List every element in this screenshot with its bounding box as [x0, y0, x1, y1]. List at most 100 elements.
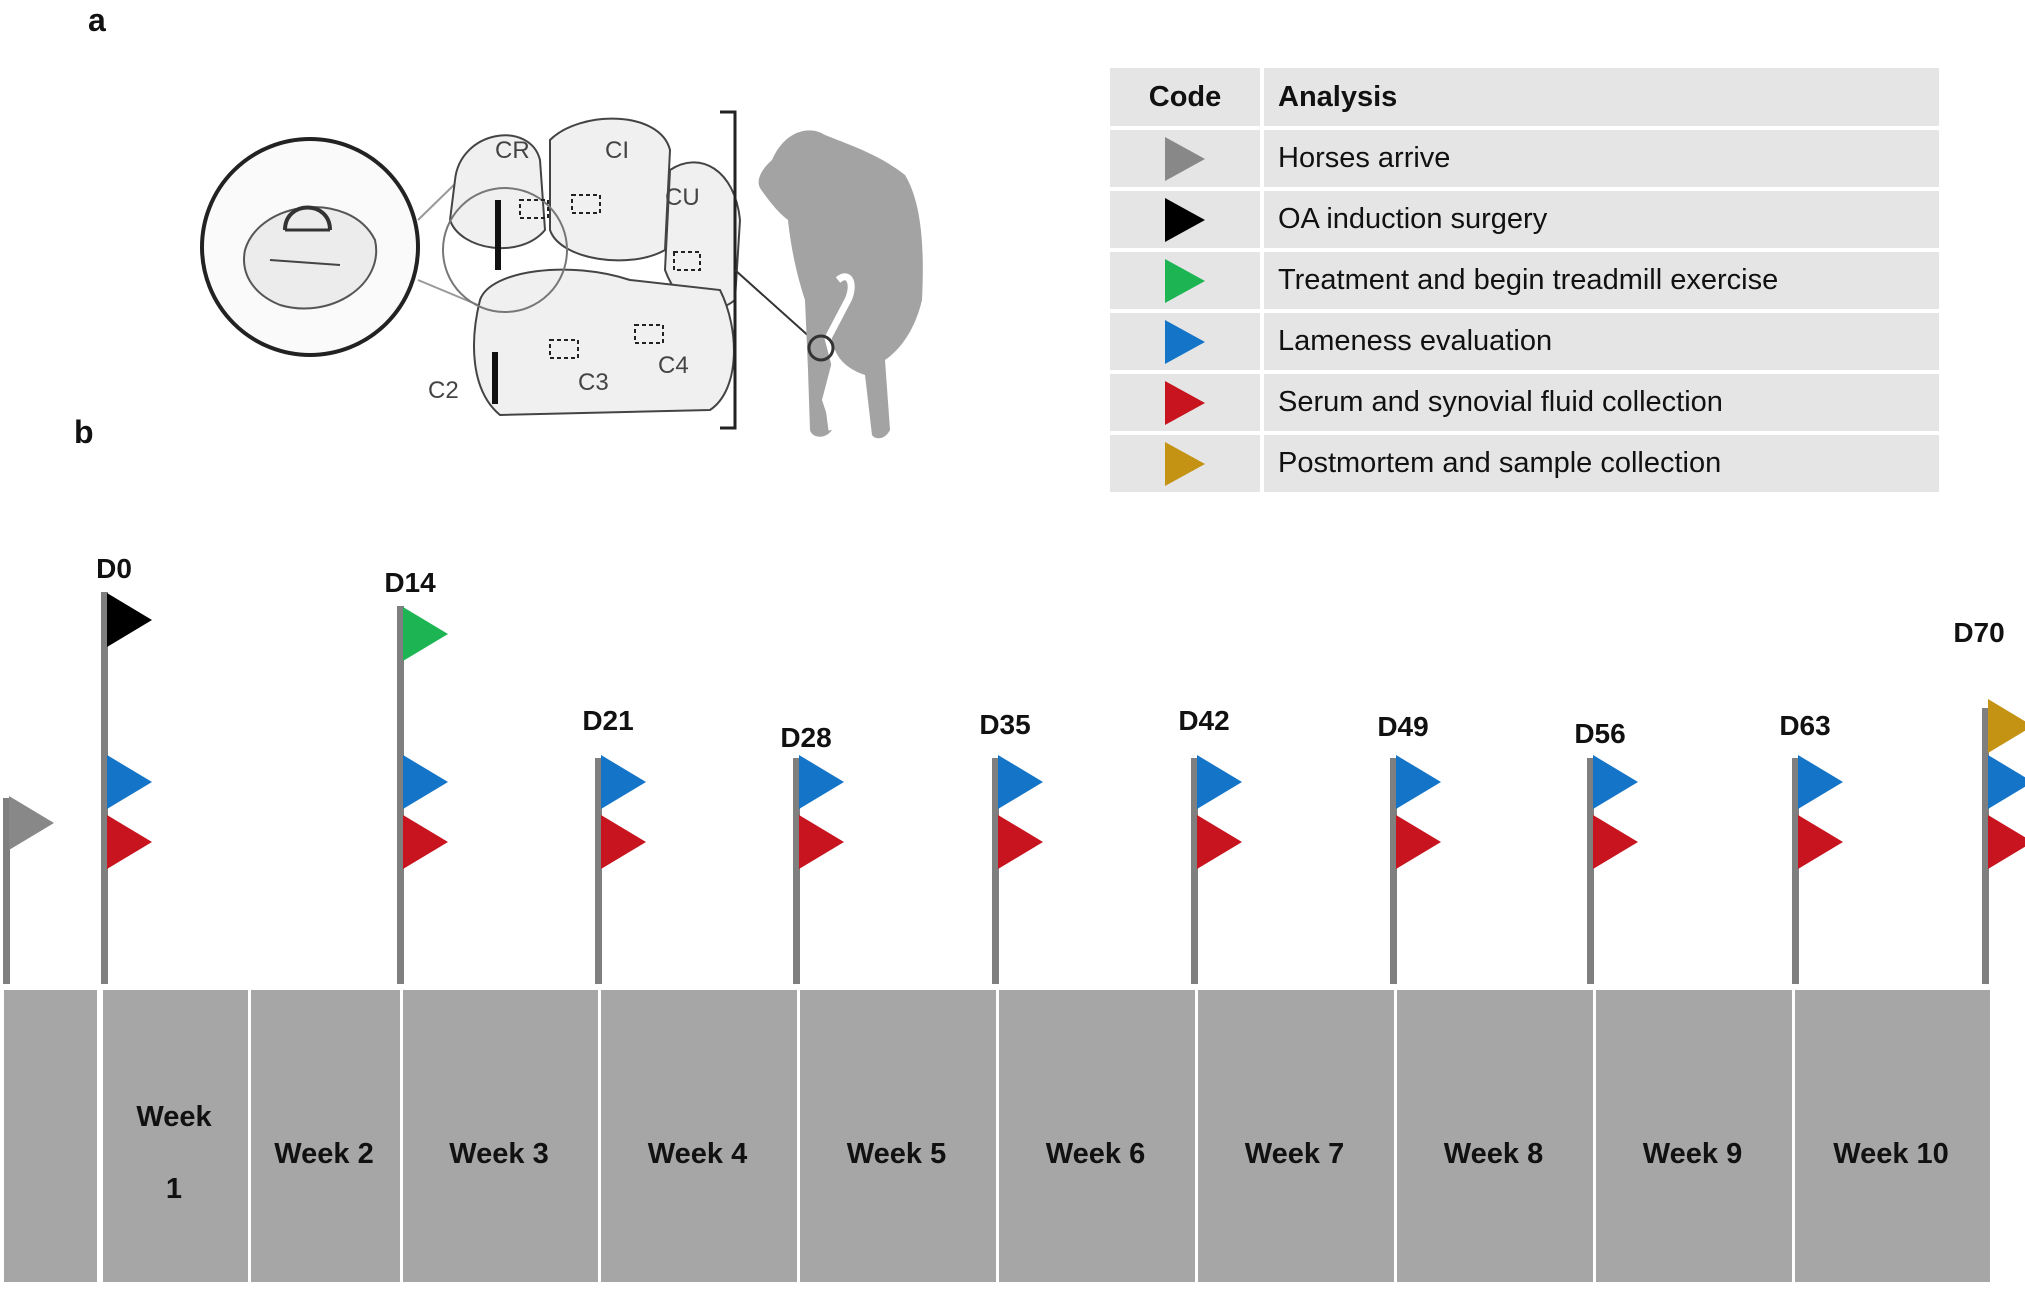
flag-icon	[403, 815, 448, 869]
pole-stick	[101, 592, 108, 984]
flag-icon	[799, 815, 844, 869]
flag-icon	[1165, 380, 1205, 425]
timeline-pole: D70	[1953, 617, 2025, 984]
carpal-joint-illustration: CR CI CU C2 C3 C4	[200, 110, 923, 439]
flag-icon	[107, 815, 152, 869]
timeline-pole: D42	[1178, 705, 1242, 984]
pole-stick	[1792, 758, 1799, 984]
week-block	[1596, 990, 1792, 1282]
week-label: Week 3	[449, 1138, 548, 1170]
timeline-pole: D28	[780, 722, 844, 984]
week-label: Week 10	[1833, 1138, 1949, 1170]
legend-row: Treatment and begin treadmill exercise	[1110, 252, 1939, 309]
week-block	[251, 990, 400, 1282]
flag-icon	[1988, 699, 2025, 753]
pole-stick	[397, 606, 404, 984]
legend-row: OA induction surgery	[1110, 191, 1939, 248]
legend-row: Horses arrive	[1110, 130, 1939, 187]
week-label: Week 5	[847, 1138, 946, 1170]
pole-stick	[793, 758, 800, 984]
pole-stick	[1390, 758, 1397, 984]
flag-icon	[1798, 755, 1843, 809]
bone-label-cu: CU	[665, 184, 700, 211]
flag-icon	[799, 755, 844, 809]
flag-icon	[403, 755, 448, 809]
week-block	[999, 990, 1195, 1282]
legend-table: Code Analysis Horses arrive OA induction…	[1106, 64, 1943, 496]
bone-label-c3: C3	[578, 369, 609, 396]
week-block	[1795, 990, 1990, 1282]
pole-stick	[595, 758, 602, 984]
legend-row: Serum and synovial fluid collection	[1110, 374, 1939, 431]
timeline-pole: D56	[1574, 718, 1638, 984]
legend-label: Treatment and begin treadmill exercise	[1264, 252, 1939, 309]
day-label: D56	[1574, 718, 1625, 749]
horse-silhouette-icon	[758, 130, 923, 439]
legend-header-row: Code Analysis	[1110, 68, 1939, 126]
week-block	[601, 990, 797, 1282]
panel-label-a: a	[88, 2, 106, 38]
flag-icon	[1593, 815, 1638, 869]
panel-label-b: b	[74, 414, 94, 450]
flag-icon	[1165, 136, 1205, 181]
legend-header-code: Code	[1110, 68, 1260, 126]
legend-label: Serum and synovial fluid collection	[1264, 374, 1939, 431]
week-label: Week 9	[1643, 1138, 1742, 1170]
pre-study-block	[4, 990, 97, 1282]
day-label: D42	[1178, 705, 1229, 736]
day-label: D63	[1779, 710, 1830, 741]
timeline-pole: D14	[384, 567, 448, 984]
timeline-pole: D0	[96, 553, 152, 984]
timeline-pole: D35	[979, 709, 1043, 984]
flag-icon	[998, 815, 1043, 869]
day-label: D49	[1377, 711, 1428, 742]
flag-icon	[601, 815, 646, 869]
week-label: Week 8	[1444, 1138, 1543, 1170]
flag-icon	[1197, 815, 1242, 869]
pole-stick	[1982, 708, 1989, 984]
flag-icon	[1165, 441, 1205, 486]
flag-icon	[998, 755, 1043, 809]
week-label: 1	[166, 1173, 182, 1205]
legend-row: Lameness evaluation	[1110, 313, 1939, 370]
flag-icon	[107, 755, 152, 809]
flag-icon	[1165, 319, 1205, 364]
week-block	[1397, 990, 1593, 1282]
week-label: Week 7	[1245, 1138, 1344, 1170]
legend-label: Postmortem and sample collection	[1264, 435, 1939, 492]
timeline-pole: D21	[582, 705, 646, 984]
day-label: D14	[384, 567, 436, 598]
flag-icon	[1197, 755, 1242, 809]
legend-label: Horses arrive	[1264, 130, 1939, 187]
flag-icon	[1165, 258, 1205, 303]
pole-stick	[1587, 758, 1594, 984]
bone-label-c4: C4	[658, 352, 689, 379]
day-label: D0	[96, 553, 132, 584]
bone-label-c2: C2	[428, 377, 459, 404]
carpal-joint-icon: CR CI CU C2 C3 C4	[200, 110, 823, 430]
timeline-pole	[3, 796, 54, 984]
timeline-pole: D49	[1377, 711, 1441, 984]
flag-icon	[1396, 755, 1441, 809]
flag-icon	[1396, 815, 1441, 869]
bone-label-ci: CI	[605, 137, 629, 164]
flag-icon	[403, 607, 448, 661]
week-label: Week 4	[648, 1138, 747, 1170]
legend-header-analysis: Analysis	[1264, 68, 1939, 126]
flag-icon	[9, 796, 54, 850]
pole-stick	[992, 758, 999, 984]
flag-icon	[1988, 815, 2025, 869]
day-label: D35	[979, 709, 1030, 740]
week-block	[403, 990, 598, 1282]
day-label: D70	[1953, 617, 2004, 648]
flag-icon	[1593, 755, 1638, 809]
pole-stick	[1191, 758, 1198, 984]
flag-icon	[1988, 755, 2025, 809]
legend-label: Lameness evaluation	[1264, 313, 1939, 370]
flag-icon	[1798, 815, 1843, 869]
pole-stick	[3, 798, 10, 984]
bone-label-cr: CR	[495, 137, 530, 164]
